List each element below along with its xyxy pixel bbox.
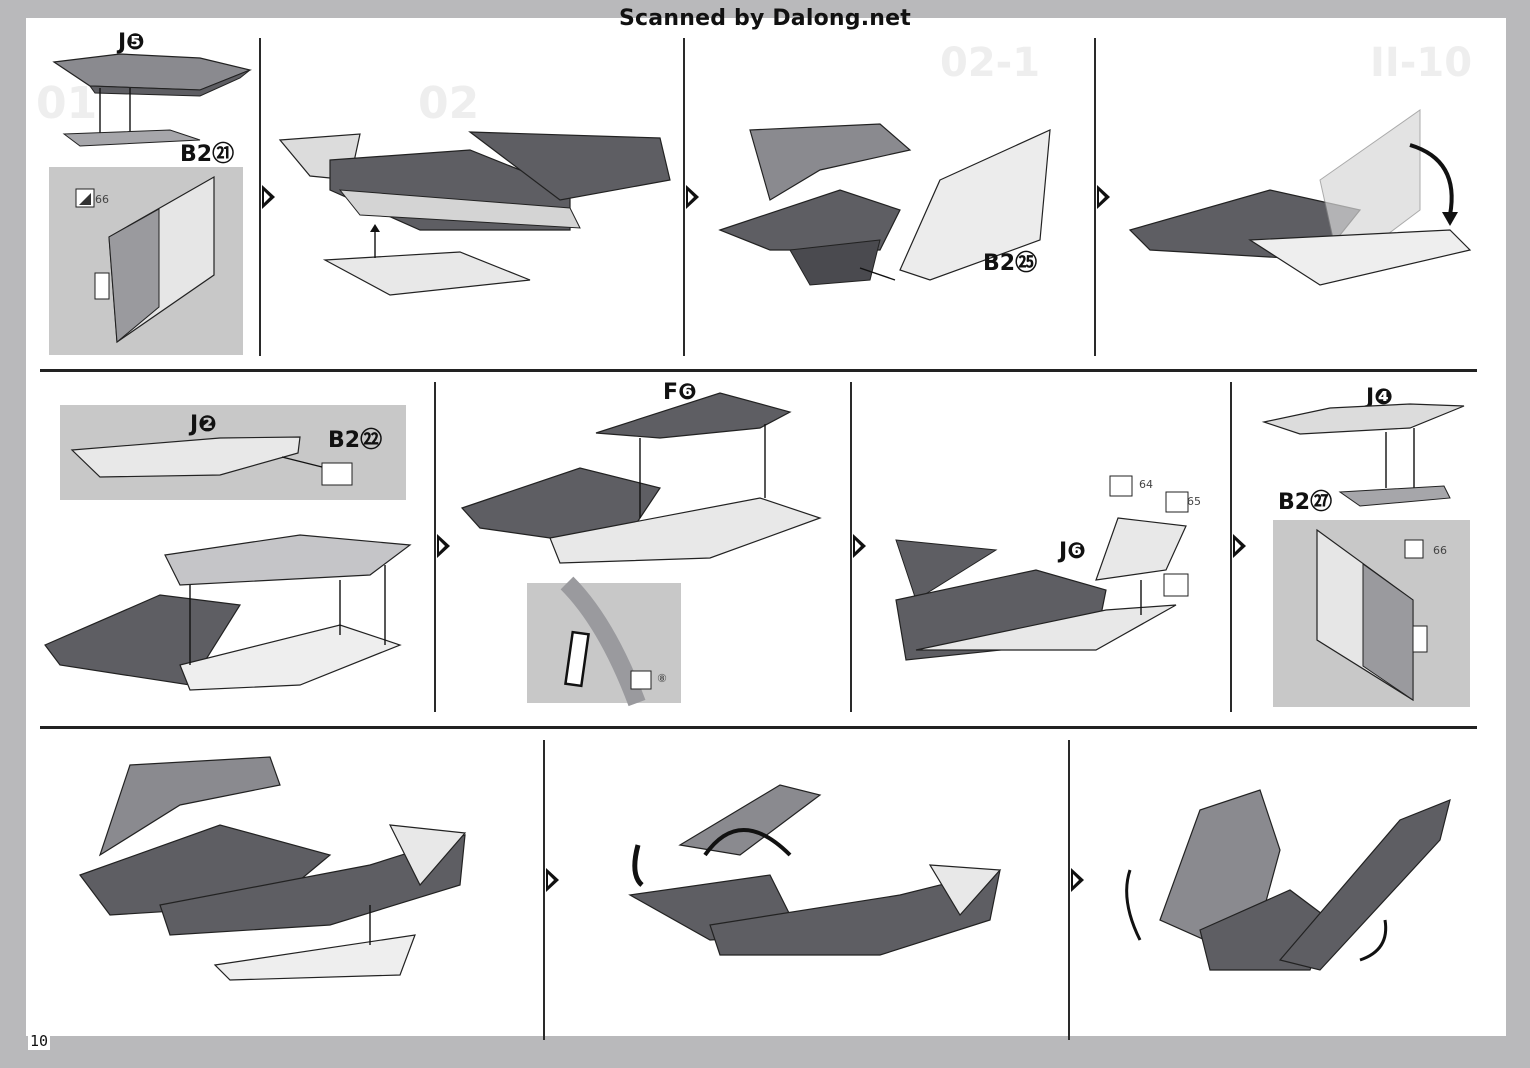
step-divider [543,740,545,1040]
next-step-arrow-icon [546,868,559,892]
next-step-arrow-icon [853,534,866,558]
page-number: 10 [28,1032,51,1050]
sticker-marker-66: 66 [95,193,109,206]
watermark: Scanned by Dalong.net [619,6,911,31]
fighter-assembly [278,131,671,296]
step-divider [1230,382,1232,712]
part-label-b2-22: B2㉒ [328,428,383,453]
step-divider [1068,740,1070,1040]
ghost-step-01: 01 [36,78,98,129]
step-divider [434,382,436,712]
wing-panel-part-2 [1261,403,1465,507]
part-label-j2: J❷ [190,412,217,437]
fighter-top-attach [460,392,822,564]
part-label-j5: J❺ [118,30,145,55]
next-step-arrow-icon [1233,534,1246,558]
next-step-arrow-icon [437,534,450,558]
wing-fold-step [1128,109,1472,286]
next-step-arrow-icon [1097,185,1110,209]
sticker-marker-65: 65 [1187,495,1201,508]
part-label-b2-21: B2㉑ [180,142,235,167]
fighter-side-attach [718,123,1051,286]
sticker-marker-66-b: 66 [1433,544,1447,557]
ghost-step-ii-10: II-10 [1370,40,1473,86]
sticker-marker-64: 64 [1139,478,1153,491]
row-divider-2 [40,726,1477,729]
step-divider [259,38,261,356]
detail-part [70,436,353,486]
peg-detail [560,576,652,707]
inner-panel-detail [75,175,215,344]
next-step-arrow-icon [1071,868,1084,892]
step-divider [850,382,852,712]
part-label-b2-25: B2㉕ [983,251,1038,276]
fighter-wings-raised [1125,789,1451,971]
inner-panel-detail-2 [1316,528,1428,702]
sticker-marker-8: ⑧ [657,672,667,685]
fuselage-assembly [44,534,412,691]
next-step-arrow-icon [262,185,275,209]
stabilizer-attach [895,475,1189,661]
next-step-arrow-icon [686,185,699,209]
part-label-f6: F❻ [663,380,697,405]
row-divider-1 [40,369,1477,372]
fighter-final-wing-attach [79,756,467,981]
ghost-step-02-1: 02-1 [940,40,1041,86]
step-divider [683,38,685,356]
ghost-step-02: 02 [418,78,480,129]
part-label-b2-27: B2㉗ [1278,490,1333,515]
fighter-transform-step [628,784,1002,956]
part-label-j6: J❻ [1059,539,1086,564]
step-divider [1094,38,1096,356]
wing-panel-part [52,53,252,147]
